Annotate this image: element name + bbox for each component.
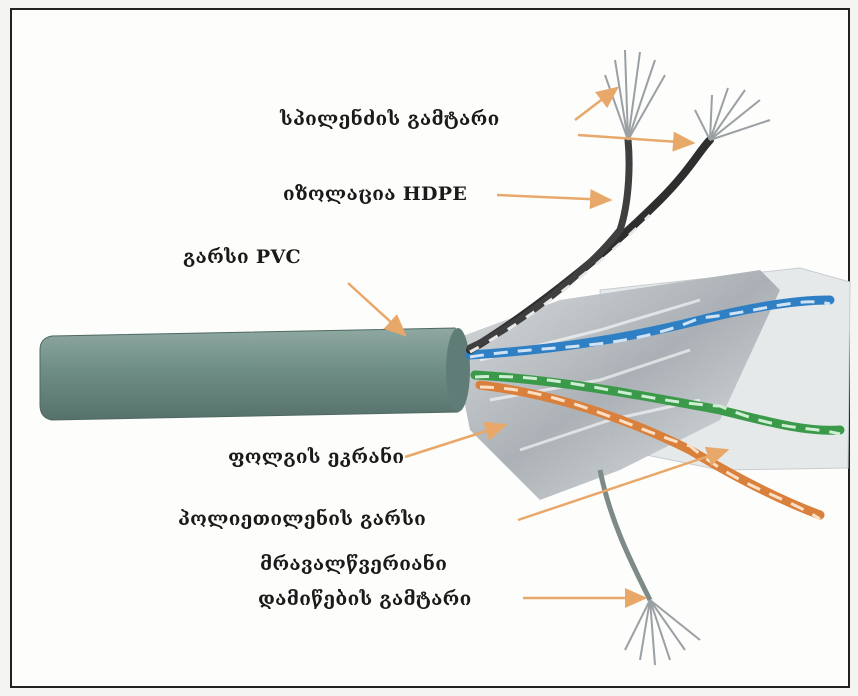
label-insulation: იზოლაცია HDPE bbox=[283, 183, 467, 205]
drain-wire-strands bbox=[625, 600, 700, 665]
copper-strands-top-2 bbox=[695, 88, 770, 140]
arrow-sheath bbox=[348, 283, 405, 335]
pvc-jacket bbox=[40, 328, 463, 420]
label-sheath: გარსი PVC bbox=[183, 246, 301, 268]
label-drain-wire-line1: მრავალწვერიანი bbox=[260, 553, 447, 575]
copper-strands-top-1 bbox=[605, 50, 665, 140]
arrow-copper-2 bbox=[578, 135, 693, 143]
label-foil-shield: ფოლგის ეკრანი bbox=[228, 446, 404, 468]
label-polyethylene-jacket: პოლიეთილენის გარსი bbox=[178, 508, 426, 530]
arrow-copper-1 bbox=[575, 88, 617, 120]
arrow-insulation bbox=[497, 195, 610, 200]
label-drain-wire-line2: დამიწების გამტარი bbox=[258, 588, 472, 610]
label-copper-conductor: სპილენძის გამტარი bbox=[280, 108, 500, 130]
